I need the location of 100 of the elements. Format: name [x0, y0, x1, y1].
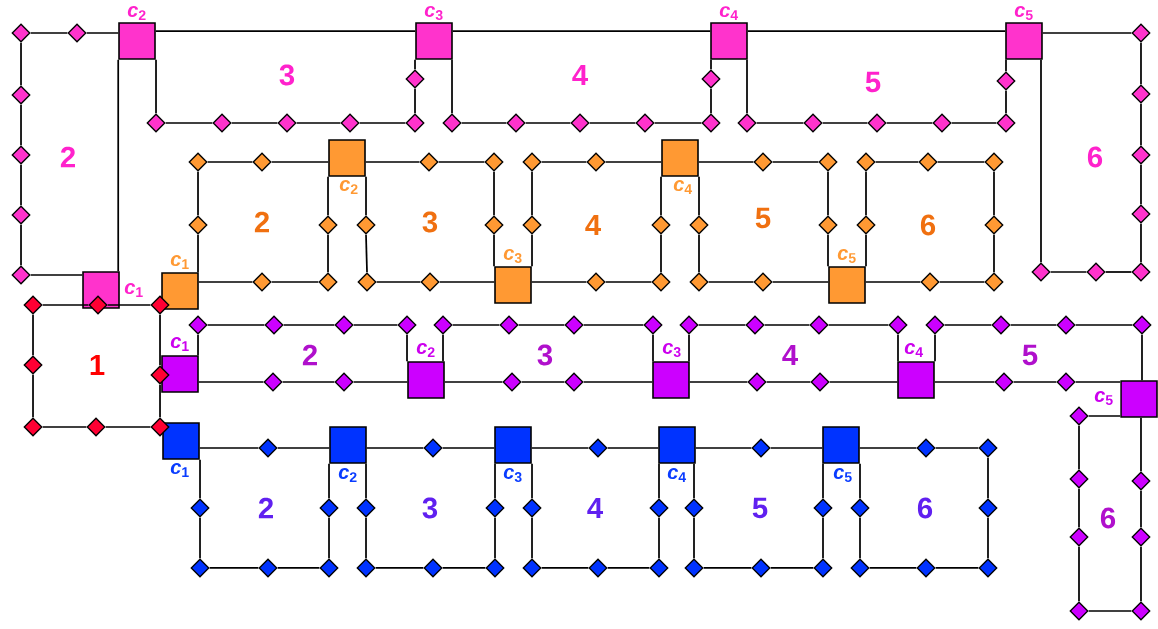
- node-label: c$_{1}$: [170, 255, 189, 269]
- node-label: c$_{5}$: [1094, 391, 1113, 405]
- node-label: c$_{4}$: [667, 468, 687, 482]
- connector-line: [1104, 271, 1133, 273]
- connector-line: [104, 426, 152, 428]
- diamond-node: [1031, 262, 1051, 282]
- connector-line: [697, 324, 747, 326]
- connector-line: [582, 381, 654, 383]
- connector-line: [746, 58, 748, 115]
- connector-line: [933, 381, 996, 383]
- diamond-node: [586, 152, 606, 172]
- connector-line: [375, 281, 422, 283]
- face-number: 3: [422, 497, 438, 519]
- connector-line: [106, 304, 152, 306]
- connector-line: [164, 122, 214, 124]
- diamond-node: [984, 152, 1004, 172]
- diamond-node: [499, 315, 519, 335]
- connector-line: [199, 516, 201, 560]
- node-label: c$_{2}$: [338, 468, 357, 482]
- connector-line: [41, 304, 90, 306]
- connector-line: [197, 281, 254, 283]
- diamond-node: [803, 113, 823, 133]
- connector-line: [1049, 271, 1088, 273]
- connector-line: [698, 233, 700, 274]
- connector-line: [197, 170, 199, 217]
- diamond-node: [747, 372, 767, 392]
- connector-line: [441, 567, 487, 569]
- connector-line: [769, 447, 824, 449]
- connector-line: [950, 122, 998, 124]
- diamond-node: [405, 69, 425, 89]
- diamond-node: [264, 315, 284, 335]
- diamond-node: [405, 113, 425, 133]
- connector-line: [270, 161, 330, 163]
- diamond-node: [1131, 84, 1151, 104]
- connector-line: [531, 516, 533, 560]
- connector-line: [32, 313, 34, 357]
- connector-line: [827, 233, 829, 268]
- diamond-node: [340, 113, 360, 133]
- connector-line: [295, 122, 342, 124]
- diamond-node: [651, 215, 671, 235]
- connector-line: [938, 281, 986, 283]
- diamond-node: [978, 558, 998, 578]
- diamond-node: [1056, 315, 1076, 335]
- diamond-node: [442, 113, 462, 133]
- connector-line: [276, 447, 331, 449]
- diamond-node: [11, 23, 31, 43]
- node-label: c$_{4}$: [673, 180, 693, 194]
- diamond-node: [522, 558, 542, 578]
- connector-line: [437, 161, 486, 163]
- diamond-node: [150, 295, 170, 315]
- connector-line: [1074, 381, 1122, 383]
- connector-line: [117, 58, 120, 273]
- diamond-node: [850, 498, 870, 518]
- connector-line: [993, 233, 995, 274]
- diamond-node: [88, 295, 108, 315]
- connector-line: [493, 170, 495, 217]
- diamond-node: [263, 372, 283, 392]
- diamond-node: [23, 417, 43, 437]
- diamond-node: [334, 372, 354, 392]
- node-label: c$_{5}$: [833, 468, 852, 482]
- diamond-node: [701, 69, 721, 89]
- connector-line: [365, 462, 367, 500]
- connector-line: [365, 516, 367, 560]
- diamond-node: [423, 438, 443, 458]
- connector-line: [197, 381, 265, 383]
- connector-line: [987, 516, 989, 560]
- connector-line: [653, 122, 703, 124]
- connector-line: [1005, 89, 1007, 115]
- connector-line: [328, 516, 330, 560]
- diamond-node: [920, 272, 940, 292]
- diamond-node: [11, 205, 31, 225]
- diamond-node: [11, 85, 31, 105]
- diamond-node: [813, 558, 833, 578]
- connector-line: [698, 175, 700, 217]
- connector-line: [688, 381, 749, 383]
- diamond-node: [11, 145, 31, 165]
- face-number: 1: [90, 354, 105, 376]
- diamond-node: [643, 315, 663, 335]
- connector-line: [865, 170, 867, 217]
- diamond-node: [433, 315, 453, 335]
- diamond-node: [1069, 406, 1089, 426]
- connector-line: [874, 161, 920, 163]
- connector-line: [352, 381, 409, 383]
- diamond-node: [23, 295, 43, 315]
- connector-line: [364, 161, 421, 163]
- node-label: c$_{3}$: [662, 342, 681, 358]
- face-number: 6: [920, 214, 936, 236]
- connector-line: [710, 87, 712, 115]
- connector-line: [897, 333, 899, 363]
- connector-line: [270, 281, 320, 283]
- connector-line: [1140, 41, 1142, 86]
- diamond-node: [850, 558, 870, 578]
- connector-line: [154, 30, 417, 33]
- connector-line: [406, 333, 408, 363]
- diamond-node: [856, 215, 876, 235]
- connector-line: [414, 87, 416, 115]
- connector-line: [85, 32, 120, 34]
- diamond-node: [1131, 471, 1151, 491]
- connector-line: [1009, 324, 1058, 326]
- connector-line: [582, 324, 645, 326]
